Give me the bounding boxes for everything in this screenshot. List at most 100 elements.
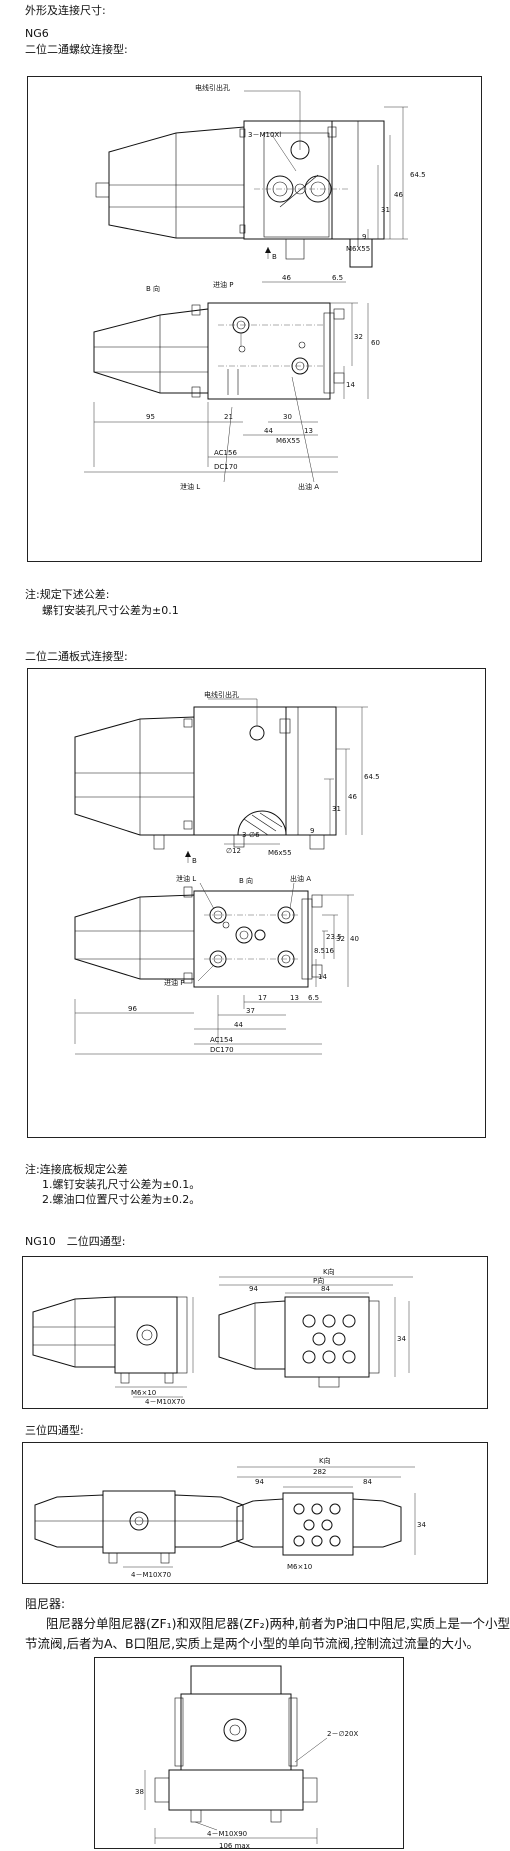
label-ac: AC156 bbox=[214, 449, 237, 457]
figure-damper: 4－M10X90 106 max 2－∅20X 38 bbox=[94, 1657, 404, 1850]
note2-line1: 1.螺钉安装孔尺寸公差为±0.1。 bbox=[42, 1178, 201, 1191]
label-dc-2: DC170 bbox=[210, 1046, 234, 1054]
damper-title: 阻尼器: bbox=[25, 1597, 66, 1611]
dim-16: 16 bbox=[325, 947, 334, 955]
label-m6-4: M6×10 bbox=[287, 1563, 312, 1571]
label-dc: DC170 bbox=[214, 463, 238, 471]
section-title-ng10: NG10 二位四通型: bbox=[25, 1235, 126, 1248]
dim-106-max: 106 max bbox=[219, 1842, 250, 1850]
plan-view-3 bbox=[218, 1276, 413, 1388]
label-k-3: K向 bbox=[323, 1267, 335, 1276]
note2-title: 注:连接底板规定公差 bbox=[25, 1163, 128, 1176]
section-title-plate: 二位二通板式连接型: bbox=[25, 650, 128, 663]
figure-ng10-two-position: M6×10 4－M10X70 K向 P向 94 84 34 bbox=[22, 1256, 488, 1409]
drawing-damper: 4－M10X90 106 max 2－∅20X 38 bbox=[135, 1665, 358, 1850]
page-title: 外形及连接尺寸: bbox=[25, 4, 106, 17]
dim-46-2: 46 bbox=[348, 793, 357, 801]
dim-37: 37 bbox=[246, 1007, 255, 1015]
top-view bbox=[95, 90, 408, 268]
section-title-threaded: 二位二通螺纹连接型: bbox=[25, 43, 128, 56]
label-damper-hole: 4－M10X90 bbox=[207, 1830, 247, 1838]
label-inlet-p-2: 进油 P bbox=[164, 978, 184, 987]
model-label: NG6 bbox=[25, 27, 49, 40]
dim-46-b: 46 bbox=[282, 274, 291, 282]
dim-94-3: 94 bbox=[249, 1285, 258, 1293]
dim-14-2: 14 bbox=[318, 973, 327, 981]
label-arrow-b-2: B bbox=[192, 857, 197, 865]
label-hole-4: 4－M10X70 bbox=[131, 1571, 171, 1579]
dim-13-2: 13 bbox=[290, 994, 299, 1002]
dim-95: 95 bbox=[146, 413, 155, 421]
side-view-4 bbox=[34, 1490, 244, 1568]
b-view bbox=[84, 281, 369, 483]
note2-line2: 2.螺油口位置尺寸公差为±0.2。 bbox=[42, 1193, 201, 1206]
dim-3-d6: 3-∅6 bbox=[242, 831, 260, 839]
dim-23-5: 23.5 bbox=[326, 933, 342, 941]
label-p-3: P向 bbox=[313, 1276, 324, 1285]
label-b-view: B 向 bbox=[146, 284, 160, 293]
dim-96: 96 bbox=[128, 1005, 137, 1013]
dim-34-3: 34 bbox=[397, 1335, 406, 1343]
dim-14: 14 bbox=[346, 381, 355, 389]
label-screws: 3－M10Xl bbox=[248, 131, 281, 139]
figure-threaded-connection: 电线引出孔 3－M10Xl 64.5 46 31 9 M6X55 B bbox=[27, 76, 482, 562]
damper-view bbox=[144, 1665, 328, 1844]
drawing-ng10-2p: M6×10 4－M10X70 K向 P向 94 84 34 bbox=[32, 1267, 413, 1406]
dim-282: 282 bbox=[313, 1468, 326, 1476]
label-outlet-a: 出油 A bbox=[298, 482, 319, 491]
label-ac-2: AC154 bbox=[210, 1036, 233, 1044]
dim-d12: ∅12 bbox=[226, 847, 241, 855]
top-view-2 bbox=[74, 698, 368, 863]
label-inlet-p: 进油 P bbox=[213, 280, 233, 289]
dim-30: 30 bbox=[283, 413, 292, 421]
drawing-3p: 4－M10X70 K向 282 94 84 34 M6×10 bbox=[34, 1456, 426, 1579]
note1-title: 注:规定下述公差: bbox=[25, 588, 110, 601]
label-leak-l-2: 泄油 L bbox=[176, 874, 196, 883]
dim-32-2: 32 bbox=[336, 935, 345, 943]
dim-21: 21 bbox=[224, 413, 233, 421]
label-m6-2: M6x55 bbox=[268, 849, 292, 857]
dim-6-5: 6.5 bbox=[332, 274, 343, 282]
dim-94-4: 94 bbox=[255, 1478, 264, 1486]
label-k-4: K向 bbox=[319, 1456, 331, 1465]
figure-plate-connection: 电线引出孔 64.5 46 31 9 3-∅6 ∅12 M6x55 B bbox=[27, 668, 486, 1138]
label-wire-hole: 电线引出孔 bbox=[195, 83, 230, 92]
dim-84-3: 84 bbox=[321, 1285, 330, 1293]
dim-34-4: 34 bbox=[417, 1521, 426, 1529]
dim-9: 9 bbox=[362, 233, 366, 241]
label-arrow-b: B bbox=[272, 253, 277, 261]
dim-8-5: 8.5 bbox=[314, 947, 325, 955]
damper-paragraph-line2: 节流阀,后者为A、B口阻尼,实质上是两个小型的单向节流阀,控制流过流量的大小。 bbox=[25, 1636, 480, 1651]
plan-view-4 bbox=[236, 1466, 416, 1556]
dim-60: 60 bbox=[371, 339, 380, 347]
label-outlet-a-2: 出油 A bbox=[290, 874, 311, 883]
label-m6: M6X55 bbox=[346, 245, 370, 253]
label-wire-hole-2: 电线引出孔 bbox=[204, 690, 239, 699]
dim-46: 46 bbox=[394, 191, 403, 199]
label-b-view-2: B 向 bbox=[239, 876, 253, 885]
b-view-2 bbox=[74, 882, 354, 1055]
side-view-3 bbox=[32, 1296, 194, 1398]
label-hole-3: 4－M10X70 bbox=[145, 1398, 185, 1406]
dim-44-2: 44 bbox=[234, 1021, 243, 1029]
drawing-threaded: 电线引出孔 3－M10Xl 64.5 46 31 9 M6X55 B bbox=[84, 83, 426, 491]
label-leak-l: 泄油 L bbox=[180, 482, 200, 491]
figure-three-position: 4－M10X70 K向 282 94 84 34 M6×10 bbox=[22, 1442, 488, 1584]
label-m6-b: M6X55 bbox=[276, 437, 300, 445]
label-2-d20: 2－∅20X bbox=[327, 1730, 358, 1738]
dim-38: 38 bbox=[135, 1788, 144, 1796]
dim-6-5-2: 6.5 bbox=[308, 994, 319, 1002]
dim-32: 32 bbox=[354, 333, 363, 341]
dim-64-5-2: 64.5 bbox=[364, 773, 380, 781]
dim-31: 31 bbox=[381, 206, 390, 214]
dim-31-2: 31 bbox=[332, 805, 341, 813]
dim-17: 17 bbox=[258, 994, 267, 1002]
damper-paragraph-line1: 阻尼器分单阻尼器(ZF₁)和双阻尼器(ZF₂)两种,前者为P油口中阻尼,实质上是… bbox=[46, 1616, 510, 1631]
note1-line1: 螺钉安装孔尺寸公差为±0.1 bbox=[42, 604, 179, 617]
dim-64-5: 64.5 bbox=[410, 171, 426, 179]
dim-40: 40 bbox=[350, 935, 359, 943]
dim-44: 44 bbox=[264, 427, 273, 435]
section-title-three-position: 三位四通型: bbox=[25, 1424, 84, 1437]
dim-84-4: 84 bbox=[363, 1478, 372, 1486]
dim-13: 13 bbox=[304, 427, 313, 435]
